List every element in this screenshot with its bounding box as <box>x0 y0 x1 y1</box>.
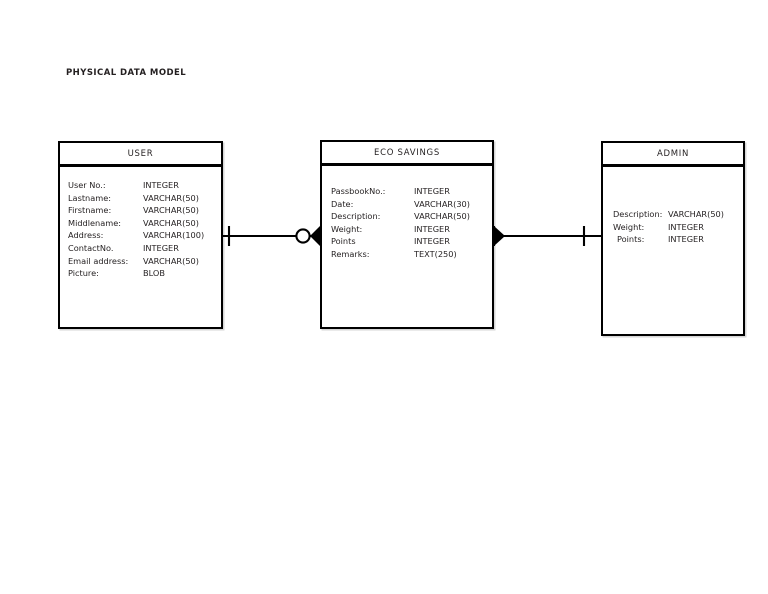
attribute-name: PassbookNo.: <box>331 186 386 196</box>
attribute-name: Points: <box>617 234 645 245</box>
attribute-name: Points <box>331 236 356 247</box>
attribute-row: Description: VARCHAR(50) <box>331 210 501 223</box>
attribute-type: VARCHAR(30) <box>414 198 470 209</box>
attribute-row: Weight: INTEGER <box>331 223 501 236</box>
attribute-type: VARCHAR(50) <box>668 209 724 219</box>
cardinality-zero-circle-eco <box>295 228 311 244</box>
entity-eco-savings-body: PassbookNo.: INTEGER Date: VARCHAR(30) D… <box>322 166 492 324</box>
attribute-type: INTEGER <box>414 236 450 247</box>
attribute-row: Date: VARCHAR(30) <box>331 198 501 211</box>
attribute-row: Remarks: TEXT(250) <box>331 248 501 261</box>
attribute-row: Points: INTEGER <box>613 233 753 246</box>
entity-admin-header: ADMIN <box>603 143 743 167</box>
attribute-row: Middlename: VARCHAR(50) <box>68 217 229 230</box>
attribute-row: Description: VARCHAR(50) <box>613 208 753 221</box>
attribute-name: Middlename: <box>68 217 122 228</box>
attribute-type: VARCHAR(50) <box>414 211 470 222</box>
attribute-row: Lastname: VARCHAR(50) <box>68 192 229 205</box>
attribute-type: VARCHAR(50) <box>143 217 199 228</box>
entity-admin-body: Description: VARCHAR(50) Weight: INTEGER… <box>603 167 743 331</box>
attribute-row: Weight: INTEGER <box>613 221 753 234</box>
attribute-row: Firstname: VARCHAR(50) <box>68 204 229 217</box>
attribute-row: Email address: VARCHAR(50) <box>68 255 229 268</box>
cardinality-many-crowsfoot-eco <box>310 226 320 246</box>
entity-user-body: User No.: INTEGER Lastname: VARCHAR(50) … <box>60 167 221 324</box>
attribute-type: INTEGER <box>668 221 704 232</box>
entity-eco-savings-title: ECO SAVINGS <box>374 147 440 158</box>
attribute-name: Weight: <box>331 223 363 234</box>
attribute-type: VARCHAR(100) <box>143 230 205 241</box>
attribute-type: INTEGER <box>414 223 450 234</box>
attribute-row: Points INTEGER <box>331 235 501 248</box>
attribute-type: INTEGER <box>143 180 179 190</box>
attribute-name: Address: <box>68 230 104 241</box>
attribute-name: Picture: <box>68 268 99 279</box>
attribute-name: Lastname: <box>68 192 112 203</box>
attribute-name: Firstname: <box>68 205 112 216</box>
attribute-row: Picture: BLOB <box>68 267 229 280</box>
relationship-user-eco-savings[interactable] <box>223 226 321 246</box>
entity-user[interactable]: USER User No.: INTEGER Lastname: VARCHAR… <box>58 141 223 329</box>
entity-user-attribute-list: User No.: INTEGER Lastname: VARCHAR(50) … <box>60 179 229 280</box>
attribute-name: Remarks: <box>331 248 370 259</box>
attribute-type: TEXT(250) <box>414 248 457 259</box>
attribute-name: User No.: <box>68 180 106 190</box>
entity-eco-savings-attribute-list: PassbookNo.: INTEGER Date: VARCHAR(30) D… <box>322 185 501 261</box>
entity-eco-savings-header: ECO SAVINGS <box>322 142 492 166</box>
entity-user-header: USER <box>60 143 221 167</box>
attribute-type: BLOB <box>143 268 165 279</box>
page-title: PHYSICAL DATA MODEL <box>66 68 187 78</box>
attribute-name: Weight: <box>613 221 645 232</box>
entity-user-title: USER <box>127 148 154 159</box>
attribute-name: Description: <box>613 209 663 219</box>
relationship-eco-savings-admin[interactable] <box>492 226 601 246</box>
attribute-name: Description: <box>331 211 381 222</box>
attribute-row: Address: VARCHAR(100) <box>68 229 229 242</box>
entity-admin-attribute-list: Description: VARCHAR(50) Weight: INTEGER… <box>603 208 753 246</box>
entity-admin-title: ADMIN <box>656 148 690 159</box>
attribute-type: VARCHAR(50) <box>143 205 199 216</box>
attribute-name: Email address: <box>68 255 129 266</box>
entity-admin[interactable]: ADMIN Description: VARCHAR(50) Weight: I… <box>601 141 745 336</box>
attribute-type: VARCHAR(50) <box>143 192 199 203</box>
attribute-row: ContactNo. INTEGER <box>68 242 229 255</box>
attribute-type: INTEGER <box>668 234 704 245</box>
attribute-name: ContactNo. <box>68 242 114 253</box>
attribute-type: INTEGER <box>414 186 450 196</box>
attribute-row: User No.: INTEGER <box>68 179 229 192</box>
attribute-row: PassbookNo.: INTEGER <box>331 185 501 198</box>
attribute-type: VARCHAR(50) <box>143 255 199 266</box>
entity-eco-savings[interactable]: ECO SAVINGS PassbookNo.: INTEGER Date: V… <box>320 140 494 329</box>
attribute-name: Date: <box>331 198 354 209</box>
attribute-type: INTEGER <box>143 242 179 253</box>
